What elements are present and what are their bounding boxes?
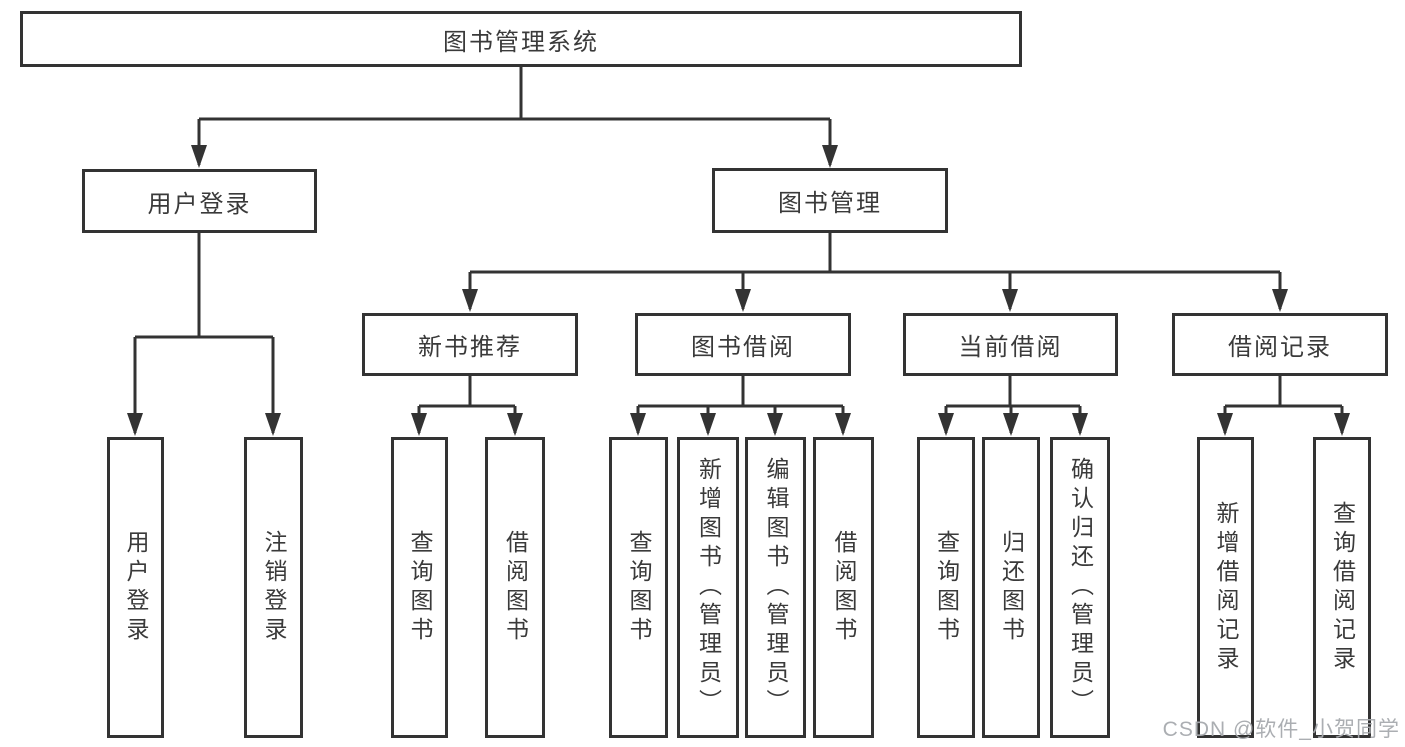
leaf-user-login: 用户登录 <box>107 437 164 738</box>
leaf-query-book-current: 查询图书 <box>917 437 975 738</box>
leaf-logout-label: 注销登录 <box>261 529 287 646</box>
node-new-book-recommend: 新书推荐 <box>362 313 578 376</box>
leaf-borrow-book: 借阅图书 <box>813 437 874 738</box>
node-book-borrow: 图书借阅 <box>635 313 851 376</box>
leaf-query-book-borrow: 查询图书 <box>609 437 668 738</box>
leaf-query-borrow-record-label: 查询借阅记录 <box>1329 500 1356 675</box>
node-current-borrow: 当前借阅 <box>903 313 1118 376</box>
node-root-system: 图书管理系统 <box>20 11 1022 67</box>
leaf-borrow-book-label: 借阅图书 <box>831 529 857 646</box>
leaf-query-book-recommend-label: 查询图书 <box>407 529 433 646</box>
leaf-confirm-return-admin-label: 确认归还（管理员） <box>1067 457 1094 718</box>
leaf-add-book-admin: 新增图书（管理员） <box>677 437 739 738</box>
leaf-add-borrow-record: 新增借阅记录 <box>1197 437 1254 738</box>
leaf-add-book-admin-label: 新增图书（管理员） <box>695 457 722 718</box>
node-user-login: 用户登录 <box>82 169 317 233</box>
csdn-watermark: CSDN @软件_小贺同学 <box>1162 718 1400 741</box>
node-borrow-records: 借阅记录 <box>1172 313 1388 376</box>
leaf-query-book-current-label: 查询图书 <box>933 529 960 646</box>
leaf-query-book-recommend: 查询图书 <box>391 437 448 738</box>
leaf-return-book: 归还图书 <box>982 437 1040 738</box>
leaf-add-borrow-record-label: 新增借阅记录 <box>1213 500 1239 675</box>
leaf-user-login-label: 用户登录 <box>123 529 149 646</box>
leaf-query-book-borrow-label: 查询图书 <box>626 529 652 646</box>
leaf-edit-book-admin: 编辑图书（管理员） <box>745 437 806 738</box>
leaf-logout: 注销登录 <box>244 437 303 738</box>
leaf-return-book-label: 归还图书 <box>998 529 1025 646</box>
leaf-query-borrow-record: 查询借阅记录 <box>1313 437 1371 738</box>
leaf-confirm-return-admin: 确认归还（管理员） <box>1050 437 1110 738</box>
node-book-management: 图书管理 <box>712 168 948 233</box>
leaf-edit-book-admin-label: 编辑图书（管理员） <box>763 457 789 718</box>
leaf-borrow-book-recommend-label: 借阅图书 <box>502 529 529 646</box>
leaf-borrow-book-recommend: 借阅图书 <box>485 437 545 738</box>
